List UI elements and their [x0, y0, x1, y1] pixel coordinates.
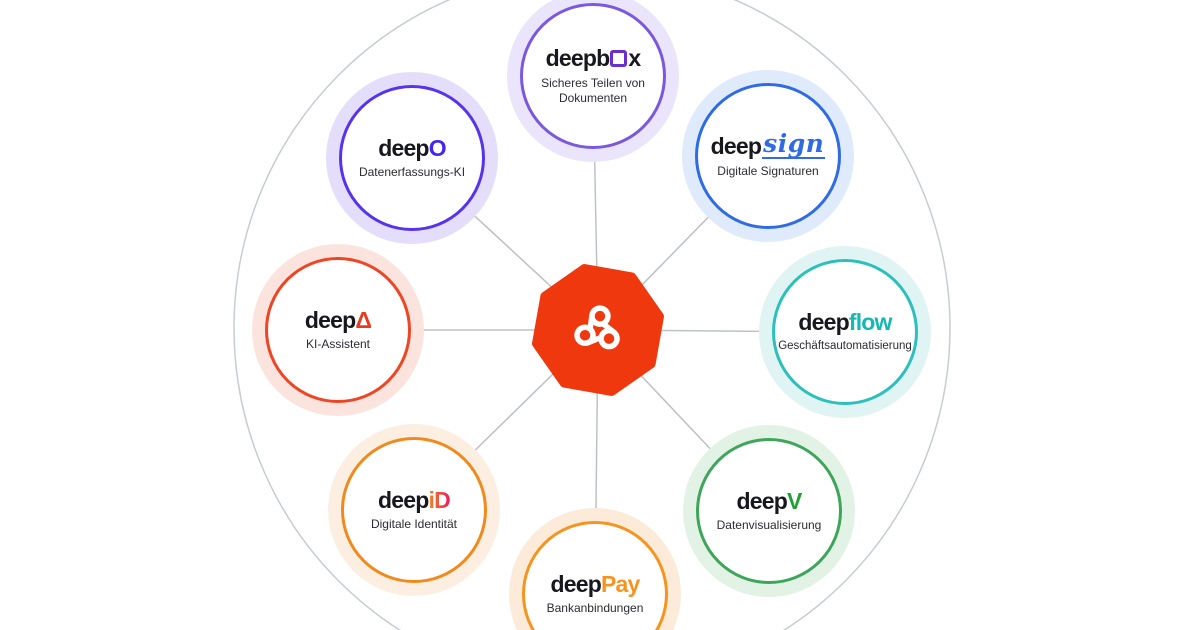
deepv-logo-accent: V	[786, 487, 802, 514]
deepbox-logo-suffix: x	[628, 45, 641, 72]
deepbox-logo-prefix: deepb	[545, 45, 611, 72]
deepflow-subtitle: Geschäftsautomatisierung	[778, 340, 912, 353]
deepa-logo-prefix: deep	[304, 306, 356, 333]
deeppay-logo-prefix: deep	[550, 570, 601, 597]
deepbox-subtitle: Sicheres Teilen von Dokumenten	[541, 75, 645, 105]
outer-ring	[233, 0, 951, 630]
deepo-logo-prefix: deep	[378, 134, 429, 161]
box-square-icon	[610, 49, 628, 67]
deeppay-subtitle: Bankanbindungen	[546, 601, 644, 616]
deepsign-logo-prefix: deep	[710, 132, 762, 159]
deeppay-logo-accent: Pay	[600, 570, 640, 597]
deepcloud-center-logo	[532, 264, 664, 396]
deepa-subtitle: KI-Assistent	[305, 337, 371, 352]
deepsign-logo-accent: sign	[762, 129, 826, 159]
deepsign-subtitle: Digitale Signaturen	[717, 163, 819, 178]
deepv-logo-prefix: deep	[736, 487, 787, 514]
deepflow-logo-prefix: deep	[798, 309, 849, 336]
deepo-subtitle: Datenerfassungs-KI	[358, 165, 466, 180]
deepo-logo-accent: O	[428, 134, 447, 161]
deepid-logo-accent: iD	[428, 486, 451, 513]
deepa-logo-triangle-icon: Δ	[355, 306, 372, 333]
deepv-subtitle: Datenvisualisierung	[716, 518, 822, 533]
deepid-logo-prefix: deep	[378, 486, 429, 513]
deepflow-logo-accent: flow	[848, 309, 893, 336]
deepid-subtitle: Digitale Identität	[370, 517, 458, 532]
octagon-shape	[532, 264, 664, 396]
